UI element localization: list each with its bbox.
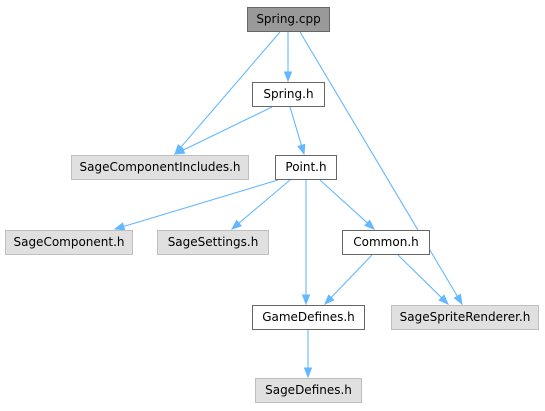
node-sage-component-h: SageComponent.h — [5, 230, 133, 255]
node-label: SageSettings.h — [167, 235, 259, 249]
node-spring-cpp[interactable]: Spring.cpp — [247, 7, 330, 32]
node-game-defines-h[interactable]: GameDefines.h — [252, 305, 365, 330]
arrowhead-icon — [113, 222, 126, 231]
node-label: Common.h — [353, 235, 419, 249]
edge-common-h-to-sage-sprite-renderer-h — [397, 254, 449, 305]
edge-line — [319, 179, 368, 224]
edge-line — [330, 254, 373, 298]
node-point-h[interactable]: Point.h — [275, 155, 337, 180]
arrowhead-icon — [301, 294, 311, 306]
arrowhead-icon — [230, 219, 242, 230]
edge-line — [123, 179, 279, 227]
edge-spring-cpp-to-spring-h — [283, 32, 293, 83]
edge-line — [180, 31, 281, 148]
arrowhead-icon — [453, 293, 463, 306]
edge-game-defines-h-to-sage-defines-h — [303, 330, 313, 379]
node-label: SageSpriteRenderer.h — [399, 310, 531, 324]
arrowhead-icon — [364, 219, 376, 230]
node-label: Spring.cpp — [256, 12, 321, 26]
edge-line — [182, 106, 273, 151]
node-sage-sprite-renderer-h: SageSpriteRenderer.h — [391, 305, 539, 330]
node-label: GameDefines.h — [262, 310, 355, 324]
edge-line — [238, 179, 291, 224]
edge-line — [299, 31, 458, 297]
edge-point-h-to-sage-settings-h — [230, 179, 291, 230]
node-spring-h[interactable]: Spring.h — [252, 82, 325, 107]
node-label: Point.h — [285, 160, 327, 174]
arrowhead-icon — [173, 146, 186, 155]
node-sage-settings-h: SageSettings.h — [157, 230, 269, 255]
edge-line — [397, 254, 442, 299]
arrowhead-icon — [283, 71, 293, 83]
node-label: SageDefines.h — [265, 383, 352, 397]
node-common-h[interactable]: Common.h — [342, 230, 430, 255]
edge-common-h-to-game-defines-h — [324, 254, 373, 305]
node-sage-component-includes-h: SageComponentIncludes.h — [71, 155, 249, 180]
edge-spring-h-to-sage-component-includes-h — [173, 106, 273, 155]
arrowhead-icon — [303, 367, 313, 379]
edge-spring-cpp-to-sage-sprite-renderer-h — [299, 31, 463, 306]
arrowhead-icon — [324, 294, 335, 305]
edge-spring-h-to-point-h — [289, 106, 306, 156]
node-label: SageComponentIncludes.h — [79, 160, 241, 174]
arrowhead-icon — [438, 294, 449, 305]
node-label: Spring.h — [263, 87, 314, 101]
edge-point-h-to-common-h — [319, 179, 376, 230]
arrowhead-icon — [297, 143, 306, 156]
edge-point-h-to-game-defines-h — [301, 180, 311, 306]
node-label: SageComponent.h — [13, 235, 125, 249]
node-sage-defines-h: SageDefines.h — [255, 378, 362, 403]
edge-line — [289, 106, 302, 146]
edge-point-h-to-sage-component-h — [113, 179, 279, 231]
